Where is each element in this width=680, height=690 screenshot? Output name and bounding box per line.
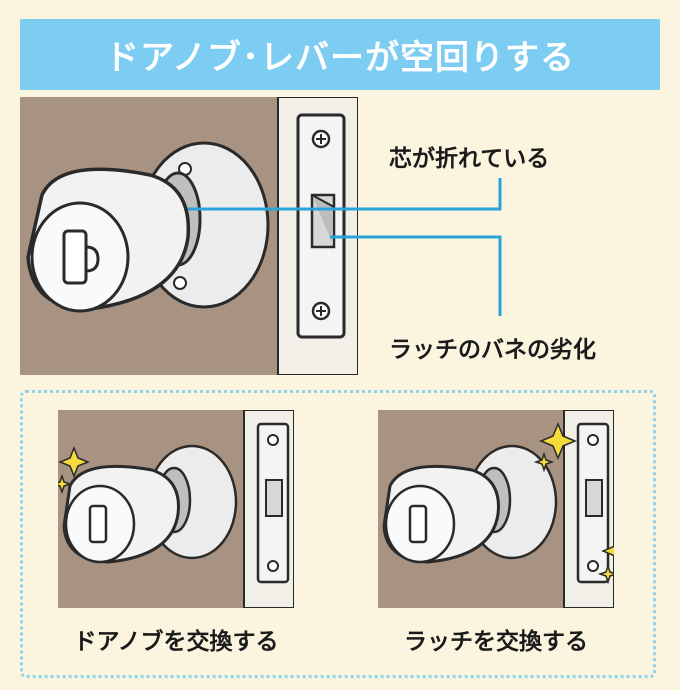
- solution-latch-illustration: [378, 410, 614, 608]
- page-title: ドアノブ･レバーが空回りする: [105, 38, 575, 78]
- cause-core-label: 芯が折れている: [389, 146, 550, 172]
- title-banner: ドアノブ･レバーが空回りする: [20, 19, 660, 90]
- solution-doorknob-label: ドアノブを交換する: [73, 629, 279, 655]
- solution-latch-label: ラッチを交換する: [404, 629, 588, 655]
- leader-line-core: [188, 207, 358, 211]
- solutions-frame: [20, 390, 656, 678]
- sparkle-icon: [533, 422, 614, 585]
- solution-doorknob-illustration: [58, 410, 294, 608]
- cause-latch-label: ラッチのバネの劣化: [389, 337, 596, 363]
- doorknob: [26, 167, 191, 313]
- sparkle-icon: [58, 445, 91, 495]
- doorknob-illustration: [20, 97, 358, 375]
